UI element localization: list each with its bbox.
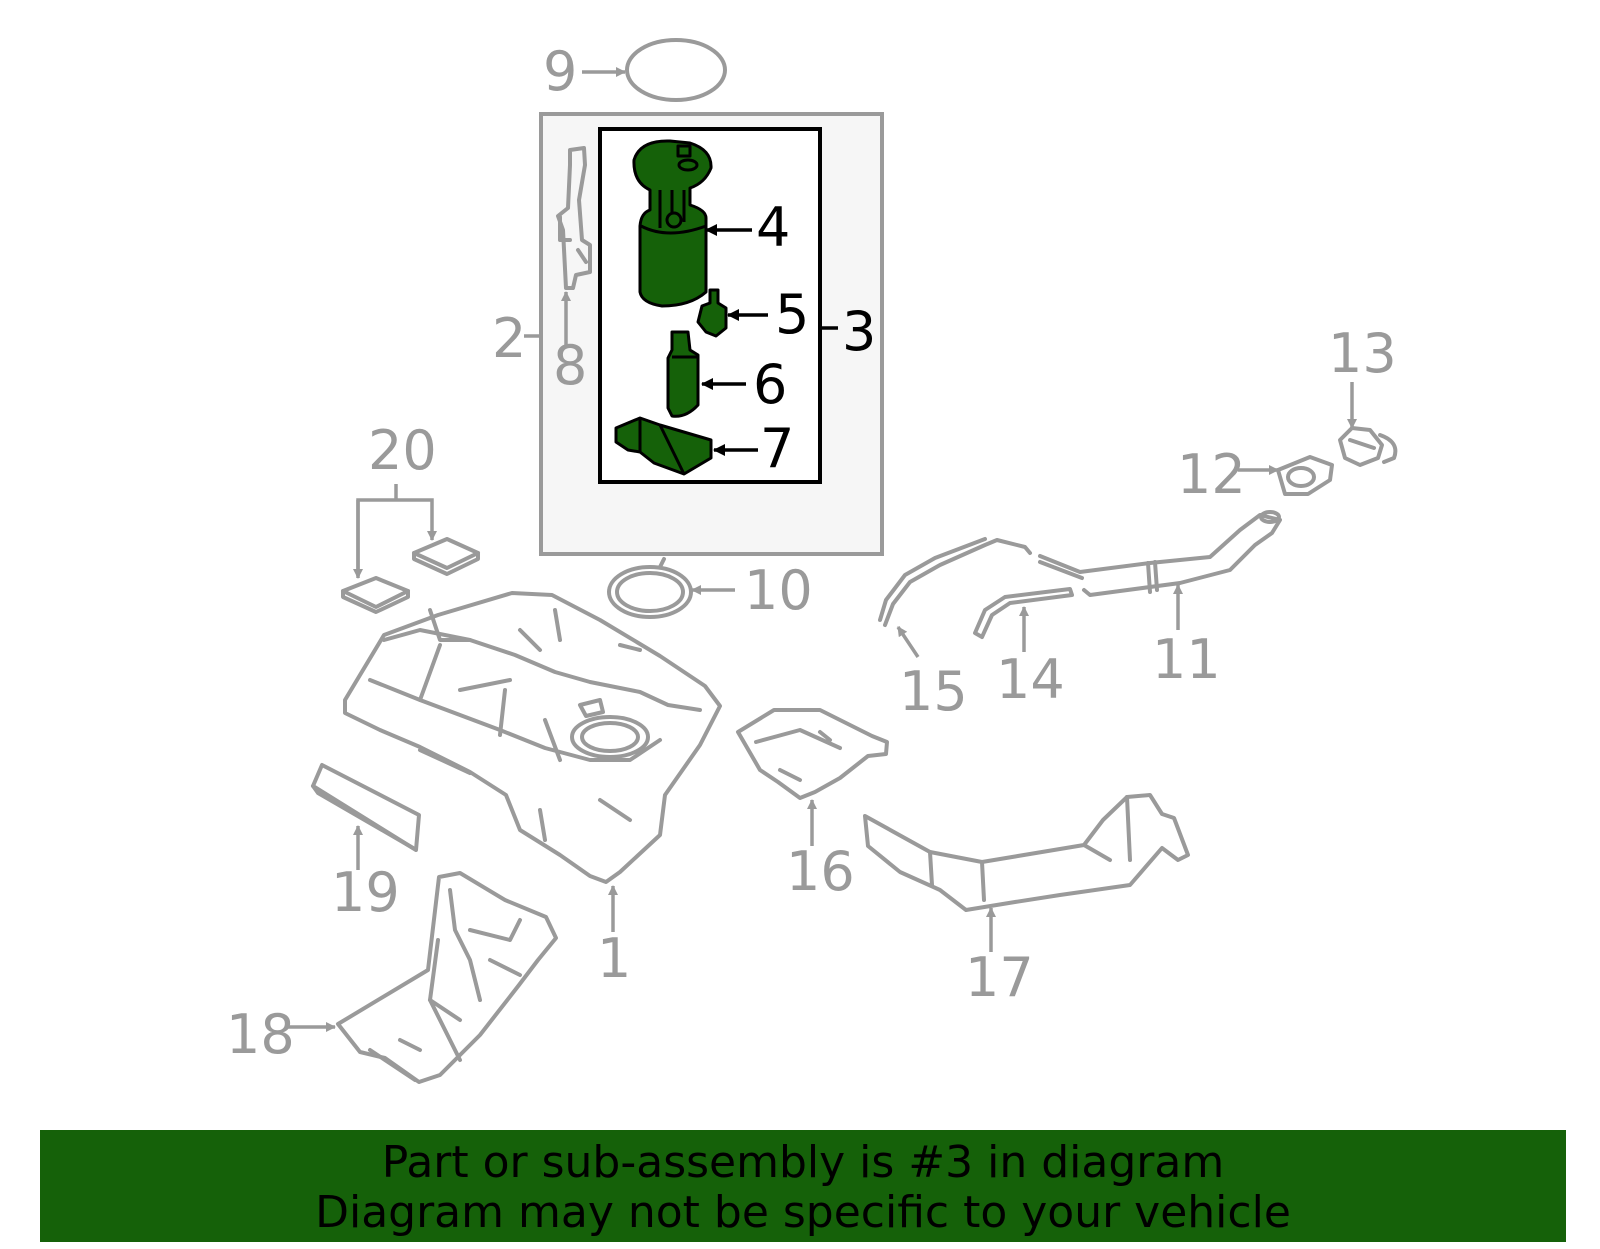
part-4-pump-module[interactable] [632,139,713,308]
leader-15 [896,626,920,658]
banner-line-1: Part or sub-assembly is #3 in diagram [381,1137,1225,1188]
callout-20: 20 [368,419,437,482]
callout-12: 12 [1177,443,1246,506]
callout-8: 8 [553,334,587,397]
callout-16: 16 [786,840,855,903]
part-8-sender [556,146,592,290]
part-10-lock-ring [607,557,693,619]
callout-4: 4 [756,196,790,259]
part-20-pads [341,537,480,614]
part-5-regulator[interactable] [696,288,728,338]
part-16-bracket [736,708,889,800]
part-14-hose [973,587,1074,639]
callout-7: 7 [760,417,794,480]
part-7-filter[interactable] [614,416,713,476]
banner-line-2: Diagram may not be specific to your vehi… [315,1187,1291,1238]
part-18-heat-shield [336,871,558,1084]
part-19-strip [311,763,421,852]
part-11-filler-pipe [1038,510,1282,597]
callout-1: 1 [597,927,631,990]
callout-10: 10 [744,559,813,622]
callout-18: 18 [226,1003,295,1066]
callout-14: 14 [996,648,1065,711]
callout-17: 17 [965,946,1034,1009]
part-13-fuel-cap [1338,426,1398,467]
part-1-fuel-tank [343,591,722,884]
callout-5: 5 [775,283,809,346]
callout-15: 15 [899,660,968,723]
notice-banner: Part or sub-assembly is #3 in diagram Di… [40,1130,1566,1242]
callout-2: 2 [492,307,526,370]
part-9-seal-ring [625,38,727,102]
callout-9: 9 [543,40,577,103]
callout-19: 19 [331,861,400,924]
callout-6: 6 [753,353,787,416]
leader-20 [356,498,437,576]
part-6-fuel-pump[interactable] [666,330,700,418]
callout-13: 13 [1328,322,1397,385]
part-17-rail [863,793,1190,912]
part-15-vent-tube [878,537,1032,627]
callout-11: 11 [1152,628,1221,691]
callout-3: 3 [842,300,876,363]
part-12-seal [1276,455,1334,496]
